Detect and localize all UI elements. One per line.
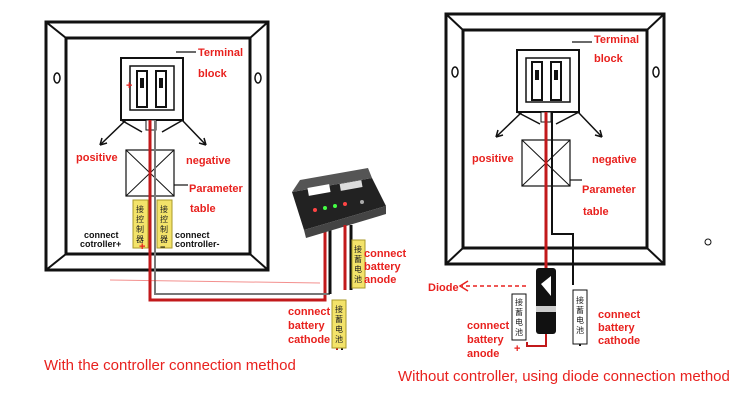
left-terminal-label-2: block: [198, 68, 228, 80]
svg-text:池: 池: [354, 274, 362, 284]
svg-text:电: 电: [335, 324, 343, 334]
svg-text:接: 接: [136, 204, 144, 214]
svg-text:接: 接: [515, 297, 523, 307]
left-connect-pos: connect: [84, 230, 119, 240]
svg-text:蓄: 蓄: [515, 307, 523, 317]
svg-text:接: 接: [576, 295, 584, 305]
controller-cathode-label: connect: [288, 306, 331, 318]
right-terminal-block: [516, 49, 580, 125]
left-negative-label: negative: [186, 155, 231, 167]
left-connect-neg: connect: [175, 230, 210, 240]
svg-text:电: 电: [515, 317, 523, 327]
charge-controller: [292, 168, 386, 238]
svg-text:接: 接: [335, 304, 343, 314]
right-positive-label: positive: [472, 153, 514, 165]
left-terminal-plus: +: [126, 80, 132, 92]
svg-text:蓄: 蓄: [335, 314, 343, 324]
left-connect-pos-2: cotroller+: [80, 239, 121, 249]
svg-text:池: 池: [515, 327, 523, 337]
svg-text:接: 接: [354, 244, 362, 254]
svg-text:电: 电: [576, 315, 584, 325]
left-tag-plus: +: [139, 241, 145, 253]
controller-cathode-label-3: cathode: [288, 334, 330, 346]
right-terminal-label-2: block: [594, 53, 624, 65]
right-tag-cathode: [572, 289, 588, 345]
left-terminal-block: [120, 57, 184, 133]
left-terminal-label: Terminal: [198, 47, 243, 59]
right-tag-anode: [511, 293, 527, 341]
svg-text:器: 器: [160, 235, 168, 244]
controller-tag-cathode: [331, 299, 347, 349]
right-anode-label-3: anode: [467, 348, 499, 360]
svg-text:制: 制: [136, 224, 144, 234]
right-solar-panel: [444, 12, 712, 266]
svg-text:蓄: 蓄: [354, 254, 362, 264]
right-parameter-label: Parameter: [582, 184, 637, 196]
right-negative-label: negative: [592, 154, 637, 166]
left-tag-positive: [132, 199, 149, 249]
right-tag-plus: +: [514, 343, 520, 355]
left-wires: [109, 120, 332, 302]
right-anode-label: connect: [467, 320, 510, 332]
svg-text:蓄: 蓄: [576, 305, 584, 315]
right-cathode-label-3: cathode: [598, 335, 640, 347]
svg-text:电: 电: [354, 264, 362, 274]
svg-text:池: 池: [576, 325, 584, 335]
left-connect-neg-2: controller-: [175, 239, 220, 249]
right-anode-label-2: battery: [467, 334, 505, 346]
controller-anode-label-3: anode: [364, 274, 396, 286]
controller-anode-label-2: battery: [364, 261, 402, 273]
diode-label: Diode: [428, 282, 459, 294]
left-tag-minus: −: [160, 242, 165, 252]
right-terminal-label: Terminal: [594, 34, 639, 46]
caption-left: With the controller connection method: [44, 357, 296, 374]
diode: [536, 268, 556, 334]
controller-anode-label: connect: [364, 248, 407, 260]
caption-right: Without controller, using diode connecti…: [398, 368, 730, 385]
left-parameter-label-2: table: [190, 203, 216, 215]
left-parameter-label: Parameter: [189, 183, 244, 195]
controller-cathode-label-2: battery: [288, 320, 326, 332]
controller-tag-anode: [351, 239, 366, 289]
left-positive-label: positive: [76, 152, 118, 164]
svg-text:池: 池: [335, 334, 343, 344]
svg-text:控: 控: [136, 214, 144, 224]
svg-text:接: 接: [160, 204, 168, 214]
right-cathode-label: connect: [598, 309, 641, 321]
svg-text:控: 控: [160, 214, 168, 224]
svg-text:制: 制: [160, 224, 168, 234]
right-parameter-label-2: table: [583, 206, 609, 218]
left-tag-negative: [156, 199, 173, 249]
svg-text:器: 器: [136, 235, 144, 244]
right-cathode-label-2: battery: [598, 322, 636, 334]
